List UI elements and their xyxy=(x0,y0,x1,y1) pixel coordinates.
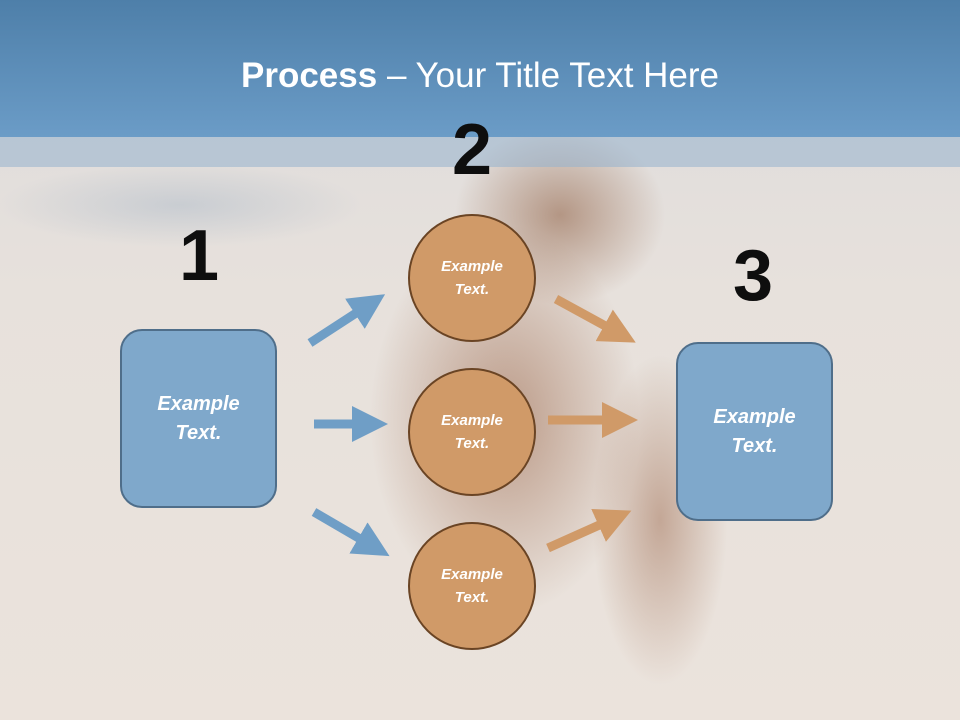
step-number-1: 1 xyxy=(178,216,220,296)
blue-arrow-up xyxy=(307,294,386,347)
slide-title: Process – Your Title Text Here xyxy=(0,54,960,98)
right-box-text: Example Text. xyxy=(713,405,796,457)
left-process-box: Example Text. xyxy=(120,329,277,508)
circle-middle-text: Example Text. xyxy=(441,412,503,452)
circle-bottom-text: Example Text. xyxy=(441,566,503,606)
header-band xyxy=(0,137,960,167)
right-process-box: Example Text. xyxy=(676,342,833,521)
title-header xyxy=(0,0,960,137)
process-circle-top: Example Text. xyxy=(408,214,536,342)
orange-arrow-up xyxy=(546,508,632,553)
step-number-3: 3 xyxy=(732,236,774,316)
title-bold: Process xyxy=(241,56,378,95)
left-box-text: Example Text. xyxy=(157,392,240,444)
blue-arrow-down xyxy=(311,508,390,557)
title-rest: – Your Title Text Here xyxy=(377,56,719,95)
orange-arrow-down xyxy=(553,295,636,343)
process-circle-middle: Example Text. xyxy=(408,368,536,496)
circle-top-text: Example Text. xyxy=(441,258,503,298)
step-number-2: 2 xyxy=(451,110,493,190)
process-circle-bottom: Example Text. xyxy=(408,522,536,650)
